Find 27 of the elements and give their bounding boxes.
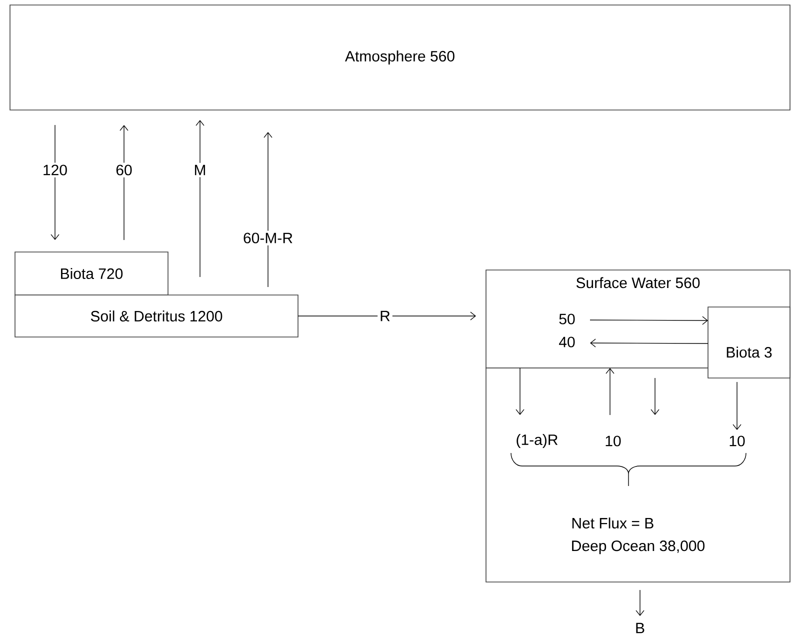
arrow	[298, 312, 476, 320]
reservoir-box: Soil & Detritus 1200	[14, 294, 298, 338]
arrow	[120, 125, 128, 240]
note-text: Net Flux = B	[572, 518, 654, 528]
arrow	[606, 368, 614, 416]
edge-label: 10	[606, 436, 621, 446]
edge-label: 60	[114, 162, 134, 178]
arrow	[516, 368, 524, 416]
arrow	[196, 120, 204, 278]
reservoir-box: Atmosphere 560	[10, 4, 790, 110]
arrow	[264, 132, 272, 288]
edge-label: R	[378, 308, 392, 324]
edge-label: 120	[40, 162, 70, 178]
reservoir-box: Biota 720	[14, 252, 168, 296]
edge-label: 40	[559, 336, 575, 348]
edge-label: M	[192, 162, 208, 178]
edge-label: 50	[559, 314, 575, 324]
edge-label: 10	[730, 436, 745, 446]
arrow	[590, 316, 708, 325]
arrow	[732, 382, 742, 430]
arrow	[636, 590, 644, 616]
edge-label: 60-M-R	[241, 230, 295, 246]
edge-label: (1-a)R	[516, 434, 558, 448]
arrow	[650, 378, 660, 416]
reservoir-box: Biota 3	[708, 306, 790, 378]
flux-text: B	[636, 622, 644, 634]
arrow	[590, 338, 708, 348]
